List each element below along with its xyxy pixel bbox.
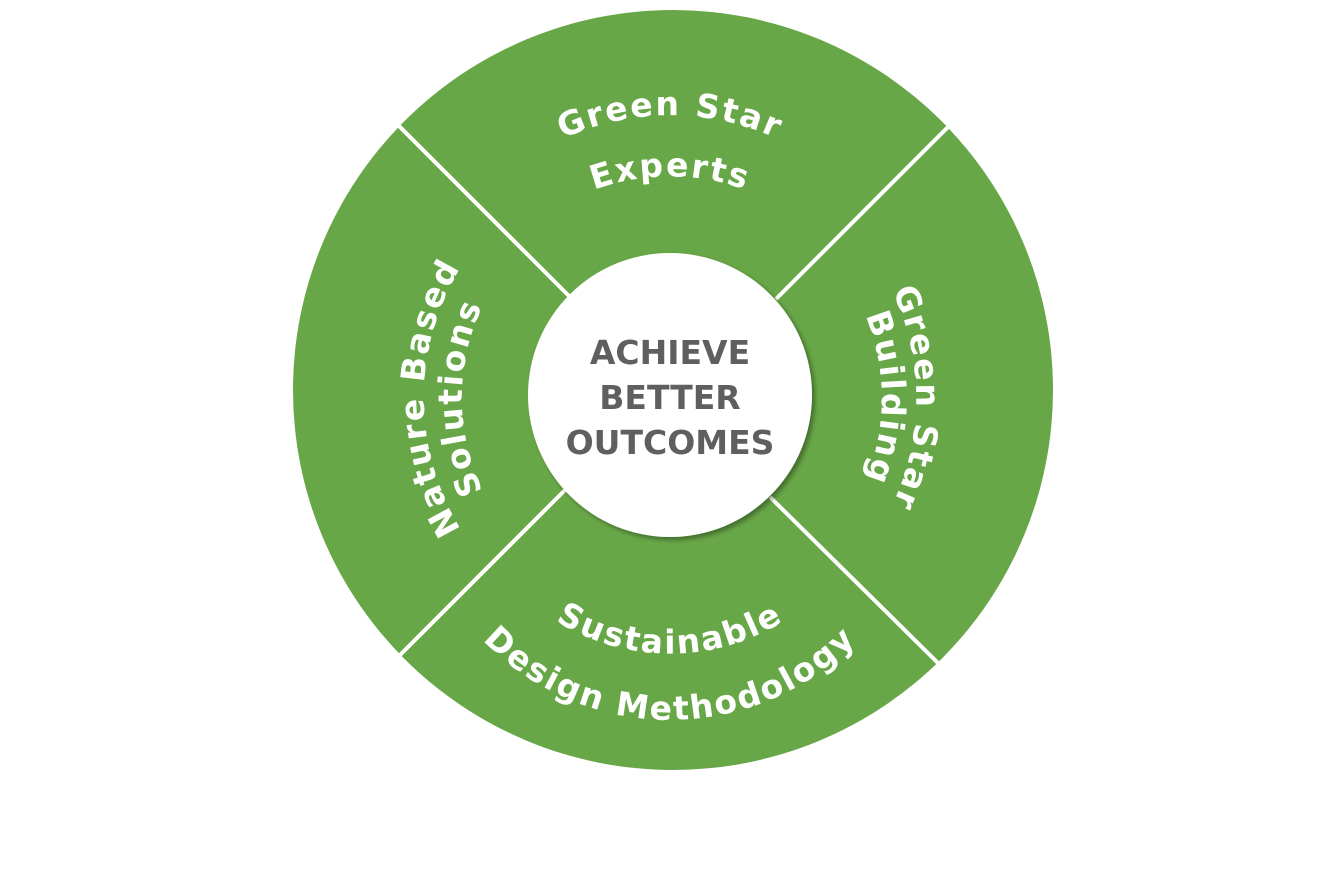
divider-top-right [774, 123, 952, 301]
center-line-1: ACHIEVE [590, 333, 750, 372]
divider-bottom-left [396, 487, 568, 659]
center-label: ACHIEVE BETTER OUTCOMES [566, 333, 775, 462]
divider-top-left [396, 123, 572, 299]
segment-left: Nature Based Solutions [392, 252, 488, 545]
segment-right: Green Star Building [858, 279, 945, 517]
center-line-3: OUTCOMES [566, 423, 775, 462]
center-line-2: BETTER [599, 378, 740, 417]
center-circle [528, 253, 812, 537]
segment-dividers [396, 123, 952, 667]
divider-bottom-right [768, 495, 942, 667]
